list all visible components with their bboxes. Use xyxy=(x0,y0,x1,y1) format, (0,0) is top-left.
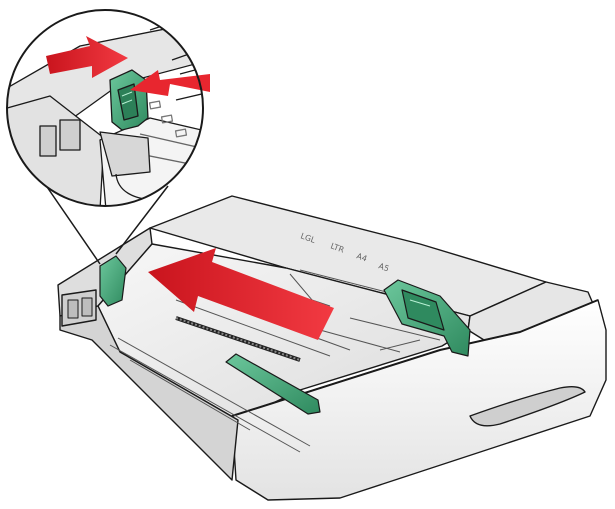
tray-handle-recess xyxy=(469,385,586,427)
push-arrow-lower xyxy=(130,70,210,96)
zoom-frame xyxy=(6,9,204,207)
push-arrow-large xyxy=(148,248,334,340)
width-guide-tab[interactable] xyxy=(99,255,127,307)
tray-floor-details xyxy=(109,269,441,453)
tray-ridged-rail xyxy=(175,316,301,362)
push-arrow-upper xyxy=(46,36,128,78)
tray-size-marks: LGL LTR A4 A5 xyxy=(299,231,390,273)
zoom-inset xyxy=(6,9,210,265)
tray-left-front xyxy=(59,305,239,481)
size-mark: A4 xyxy=(355,251,368,263)
size-mark: A5 xyxy=(377,261,390,273)
width-guide[interactable] xyxy=(225,353,321,415)
zoom-connector-line xyxy=(115,185,169,255)
length-guide[interactable] xyxy=(383,279,471,357)
